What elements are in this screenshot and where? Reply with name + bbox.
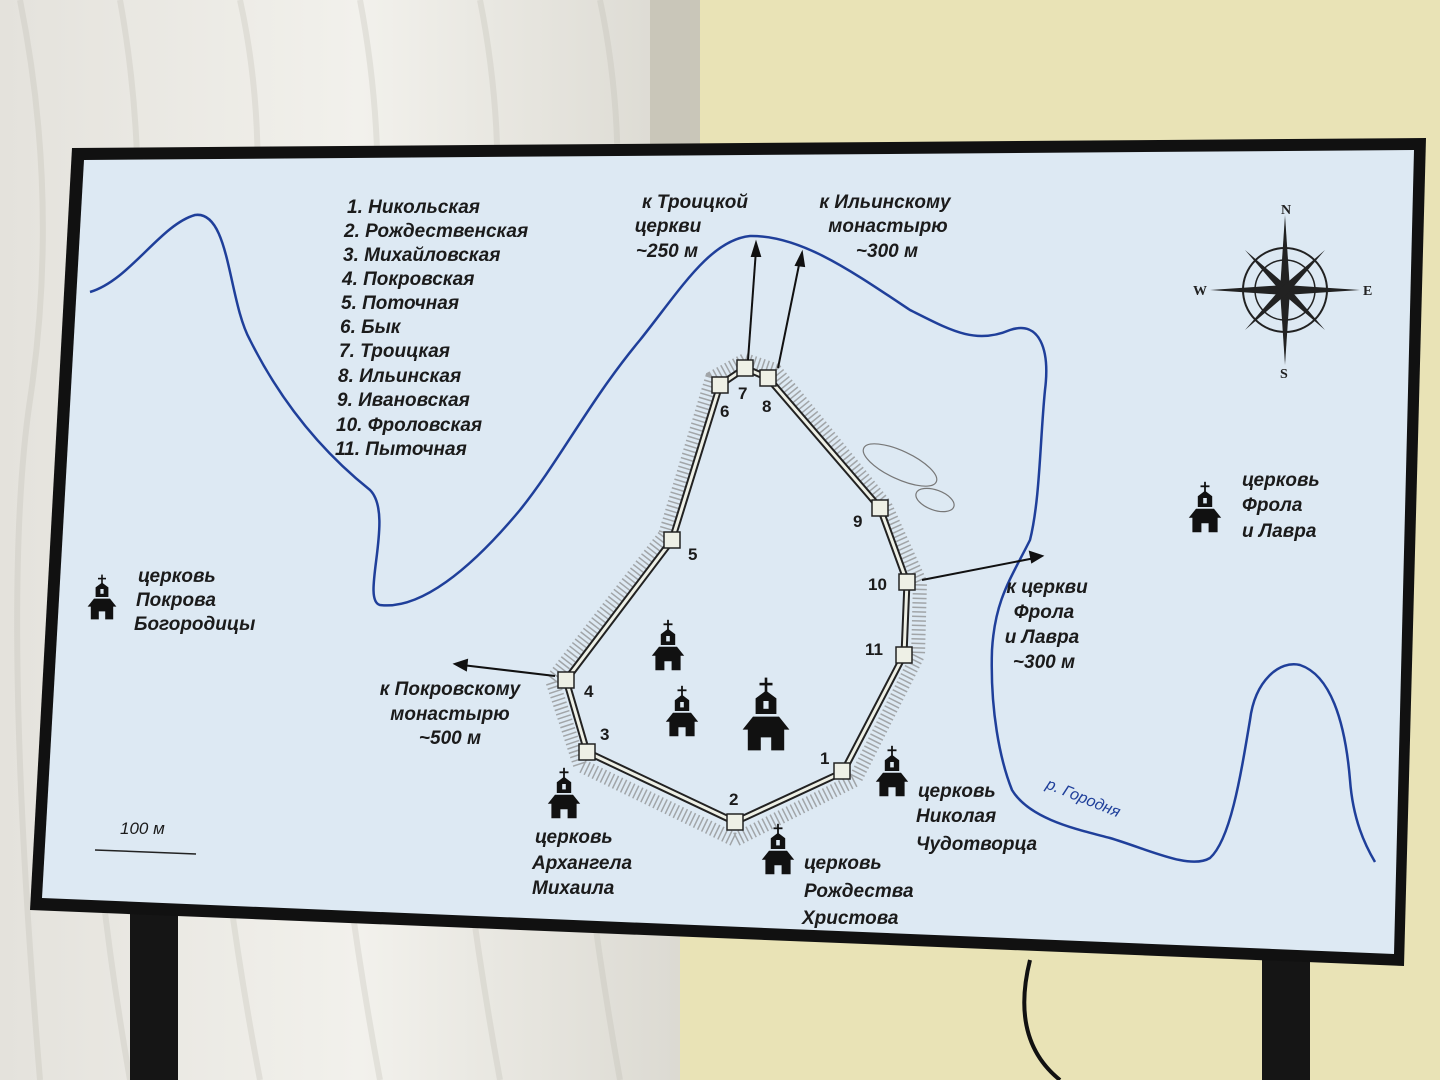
church-arkhangela-2: Архангела [531,853,632,874]
tower-number-11: 11 [865,640,883,659]
church-nikolaya-3: Чудотворца [916,834,1038,855]
dir-pokrovsky-2: монастырю [390,704,509,725]
church-nikolaya-1: церковь [918,781,996,802]
legend-item: 4. Покровская [341,269,474,290]
church-frola-3: и Лавра [1242,521,1317,542]
church-pokrova-3: Богородицы [134,614,255,635]
towers [557,359,916,831]
compass-s: S [1280,367,1288,382]
dir-pokrovsky-1: к Покровскому [380,679,522,700]
tower-number-4: 4 [584,682,594,701]
tower-2 [726,813,744,831]
tower-1 [833,762,851,780]
scale-bar [94,849,197,855]
dir-frol-3: и Лавра [1005,627,1080,648]
legend-item: 9. Ивановская [337,390,470,411]
church-nikolaya-2: Николая [916,806,996,827]
tower-number-2: 2 [729,790,738,809]
dir-troitsky-2: церкви [635,216,702,237]
dir-frol-4: ~300 м [1013,652,1075,673]
tv-stand-left [130,900,178,1080]
direction-arrows [452,239,1045,677]
tower-legend: 1. Никольская 2. Рождественская 3. Михай… [335,197,528,460]
church-rozhdestva-3: Христова [801,908,899,929]
legend-item: 1. Никольская [347,197,480,218]
dir-frol-1: к церкви [1006,577,1088,598]
tower-number-1: 1 [820,749,829,768]
tower-7 [736,359,754,377]
cable [1022,959,1062,1080]
dir-ilyinsky-2: монастырю [828,216,947,237]
dir-ilyinsky-3: ~300 м [856,241,918,262]
compass-e: E [1363,284,1372,299]
legend-item: 3. Михайловская [343,245,500,266]
church-arkhangela-3: Михаила [532,878,615,899]
church-rozhdestva-2: Рождества [804,881,914,902]
tower-6 [711,376,729,394]
tower-11 [895,646,913,664]
dir-troitsky-3: ~250 м [636,241,698,262]
dir-troitsky-1: к Троицкой [642,192,748,213]
legend-item: 11. Пыточная [335,439,467,460]
tower-number-9: 9 [853,512,862,531]
legend-item: 2. Рождественская [343,221,528,242]
dir-pokrovsky-3: ~500 м [419,728,481,749]
scale-label: 100 м [120,819,165,838]
dir-ilyinsky-1: к Ильинскому [819,192,952,213]
church-rozhdestva-1: церковь [804,853,882,874]
tower-10 [898,573,916,591]
tower-number-8: 8 [762,397,771,416]
tower-number-5: 5 [688,545,697,564]
tower-4 [557,671,575,689]
map-screen [42,150,1414,954]
fortress-wall-inner [564,366,909,824]
legend-item: 6. Бык [340,317,402,338]
river-main [89,213,1377,863]
compass-w: W [1193,284,1207,299]
fortress-slope [544,352,928,848]
church-frola-2: Фрола [1242,495,1303,516]
dir-frol-2: Фрола [1014,602,1075,623]
tower-8 [759,369,777,387]
window-frame [650,0,700,160]
legend-item: 8. Ильинская [338,366,461,387]
tower-3 [578,743,596,761]
compass-rose-icon: N S E W [1193,203,1372,382]
tower-number-10: 10 [868,575,887,594]
tower-number-6: 6 [720,402,729,421]
tower-number-3: 3 [600,725,609,744]
legend-item: 10. Фроловская [336,415,482,436]
church-pokrova-1: церковь [138,566,216,587]
tower-5 [663,531,681,549]
church-pokrova-2: Покрова [136,590,216,611]
tower-number-7: 7 [738,384,747,403]
direction-labels: к Троицкой церкви ~250 м к Ильинскому мо… [380,192,1088,749]
tv-stand-right [1262,940,1310,1080]
ravine [862,443,955,513]
compass-n: N [1281,203,1291,218]
church-arkhangela-1: церковь [535,827,613,848]
legend-item: 7. Троицкая [339,341,450,362]
tower-9 [871,499,889,517]
church-frola-1: церковь [1242,470,1320,491]
legend-item: 5. Поточная [341,293,459,314]
